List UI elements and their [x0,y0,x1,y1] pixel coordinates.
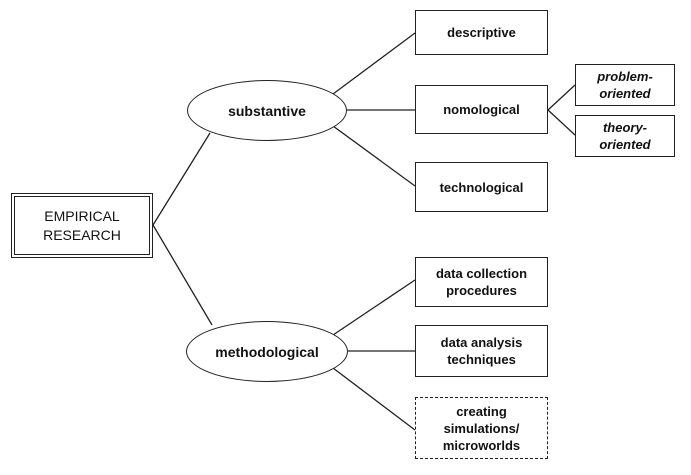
edge-methodological-simulations [332,367,416,431]
leaf-node-creating-simulations-microworlds: creating simulations/ microworlds [415,397,548,459]
leaf-node-problem-oriented: problem- oriented [575,64,675,106]
edge-nomological-problem [547,84,576,111]
leaf-node-descriptive: descriptive [415,10,548,55]
edge-root-substantive [152,132,211,226]
edge-root-methodological [152,224,213,326]
leaf-node-technological: technological [415,162,548,212]
branch-node-substantive: substantive [187,80,347,141]
leaf-node-data-collection-procedures: data collection procedures [415,257,548,307]
edge-methodological-datacollection [332,279,416,336]
edge-substantive-technological [332,125,416,187]
edge-substantive-descriptive [332,32,416,95]
leaf-node-nomological: nomological [415,85,548,134]
leaf-node-theory-oriented: theory- oriented [575,115,675,157]
branch-node-methodological: methodological [186,321,348,382]
leaf-node-data-analysis-techniques: data analysis techniques [415,325,548,377]
edge-nomological-theory [547,109,576,136]
root-node-empirical-research: EMPIRICAL RESEARCH [11,193,153,258]
